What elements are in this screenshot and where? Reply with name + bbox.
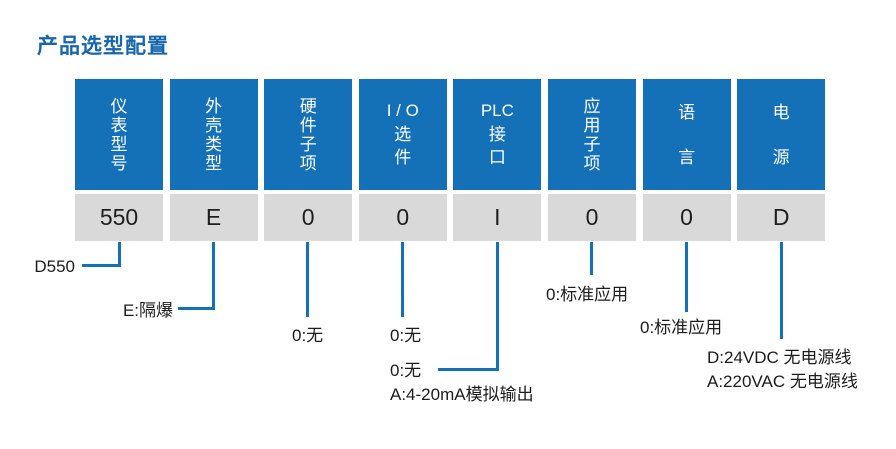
note-io: 0:无	[390, 326, 422, 345]
column-hardware-subitem: 硬 件 子 项 0	[264, 79, 353, 241]
header-line: 件	[394, 148, 412, 168]
selector-columns: 仪 表 型 号 550 外 壳 类 型 E 硬 件 子 项 0	[75, 79, 826, 241]
note-enclosure: E:隔爆	[122, 301, 173, 320]
column-value-hardware-subitem: 0	[264, 194, 353, 241]
note-plc-line1: 0:无	[390, 361, 422, 380]
header-line: 子	[583, 134, 601, 154]
header-line: 选	[394, 124, 412, 144]
header-line: I / O	[386, 101, 419, 121]
column-io-option: I / O 选 件 0	[358, 79, 447, 241]
note-application: 0:标准应用	[546, 285, 629, 304]
header-line: 应	[583, 96, 601, 116]
column-language: 语 言 0	[642, 79, 731, 241]
header-line: 仪	[110, 96, 128, 116]
column-value-instrument-model: 550	[75, 194, 163, 241]
column-value-enclosure-type: E	[169, 194, 258, 241]
connector-line-language	[685, 242, 688, 312]
column-header-language: 语 言	[642, 79, 731, 190]
header-line: 件	[299, 115, 317, 135]
header-line: 子	[299, 134, 317, 154]
note-power: D:24VDC 无电源线 A:220VAC 无电源线	[707, 346, 858, 394]
header-line: PLC	[480, 101, 514, 121]
header-line: 表	[110, 115, 128, 135]
header-line: 型	[110, 134, 128, 154]
header-line: 外	[205, 96, 223, 116]
header-line: 电	[772, 102, 790, 122]
column-value-plc-interface: I	[453, 194, 542, 241]
header-line: 接	[488, 124, 506, 144]
column-value-io-option: 0	[358, 194, 447, 241]
note-plc: 0:无 A:4-20mA模拟输出	[390, 359, 534, 407]
note-model: D550	[34, 257, 75, 276]
column-instrument-model: 仪 表 型 号 550	[75, 79, 163, 241]
header-line: 项	[583, 153, 601, 173]
header-line: 言	[678, 147, 696, 167]
header-line: 型	[205, 153, 223, 173]
header-line: 用	[583, 115, 601, 135]
header-line: 源	[772, 147, 790, 167]
connector-line-enclosure	[212, 242, 215, 310]
note-plc-line2: A:4-20mA模拟输出	[390, 385, 534, 404]
header-line: 项	[299, 153, 317, 173]
column-header-enclosure-type: 外 壳 类 型	[169, 79, 258, 190]
connector-line-hardware	[306, 242, 309, 317]
column-header-hardware-subitem: 硬 件 子 项	[264, 79, 353, 190]
note-power-line1: D:24VDC 无电源线	[707, 348, 852, 367]
header-line: 硬	[299, 96, 317, 116]
column-value-language: 0	[642, 194, 731, 241]
header-line: 语	[678, 102, 696, 122]
column-header-io-option: I / O 选 件	[358, 79, 447, 190]
note-hardware: 0:无	[292, 326, 324, 345]
connector-line-model	[118, 242, 121, 267]
connector-line-power	[780, 242, 783, 339]
note-language: 0:标准应用	[640, 318, 723, 337]
header-line: 号	[110, 153, 128, 173]
connector-line-application	[590, 242, 593, 275]
header-line: 类	[205, 134, 223, 154]
column-value-application-subitem: 0	[547, 194, 636, 241]
column-enclosure-type: 外 壳 类 型 E	[169, 79, 258, 241]
column-power-supply: 电 源 D	[737, 79, 826, 241]
connector-line-model	[82, 264, 121, 267]
column-header-power-supply: 电 源	[737, 79, 826, 190]
column-plc-interface: PLC 接 口 I	[453, 79, 542, 241]
connector-line-plc	[496, 242, 499, 371]
column-header-application-subitem: 应 用 子 项	[547, 79, 636, 190]
note-power-line2: A:220VAC 无电源线	[707, 372, 858, 391]
header-line: 壳	[205, 115, 223, 135]
connector-line-io	[401, 242, 404, 317]
column-value-power-supply: D	[737, 194, 826, 241]
column-header-instrument-model: 仪 表 型 号	[75, 79, 163, 190]
connector-line-enclosure	[178, 307, 215, 310]
header-line: 口	[488, 148, 506, 168]
page-title: 产品选型配置	[37, 35, 169, 58]
column-header-plc-interface: PLC 接 口	[453, 79, 542, 190]
column-application-subitem: 应 用 子 项 0	[547, 79, 636, 241]
connector-line-plc	[438, 368, 499, 371]
